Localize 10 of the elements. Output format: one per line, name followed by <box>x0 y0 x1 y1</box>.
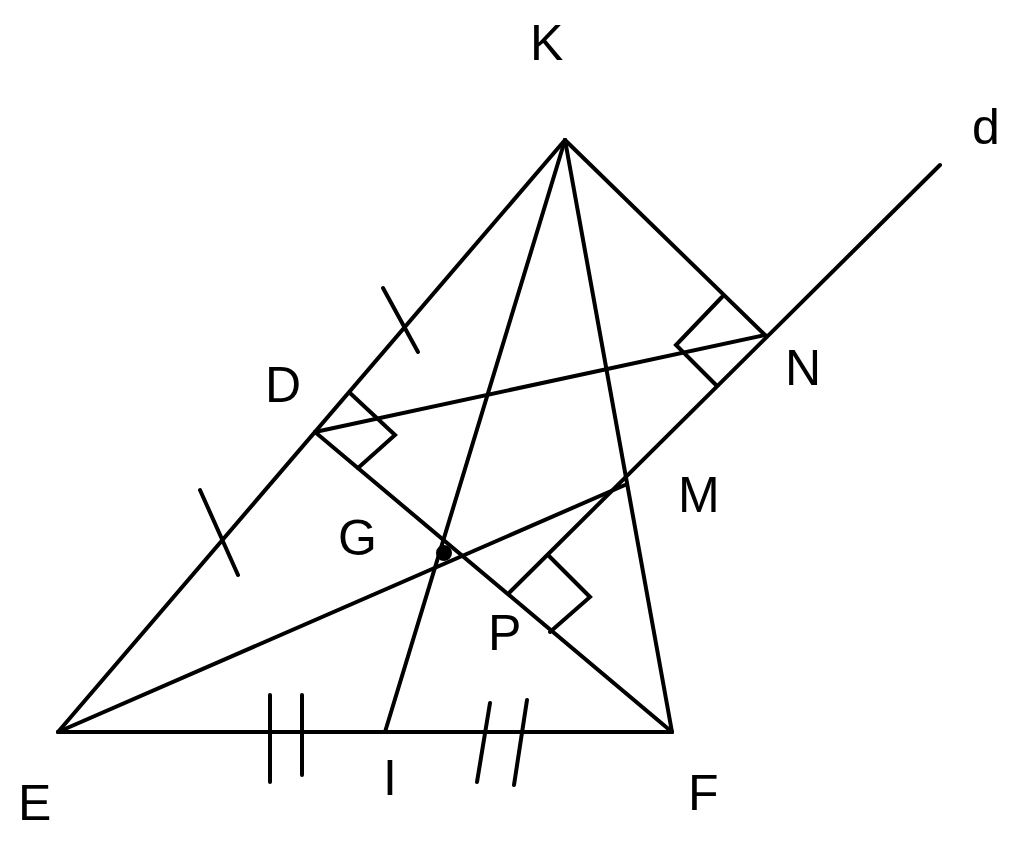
point-label: K <box>530 18 564 68</box>
point-label: P <box>488 608 522 658</box>
point-label: M <box>678 470 720 520</box>
point-label: G <box>338 513 377 563</box>
point-label: D <box>265 360 302 410</box>
point-label: I <box>383 753 397 803</box>
point-label: E <box>18 778 52 828</box>
point-label: N <box>785 343 822 393</box>
point-label: F <box>688 768 719 818</box>
point-label: d <box>972 102 1000 152</box>
